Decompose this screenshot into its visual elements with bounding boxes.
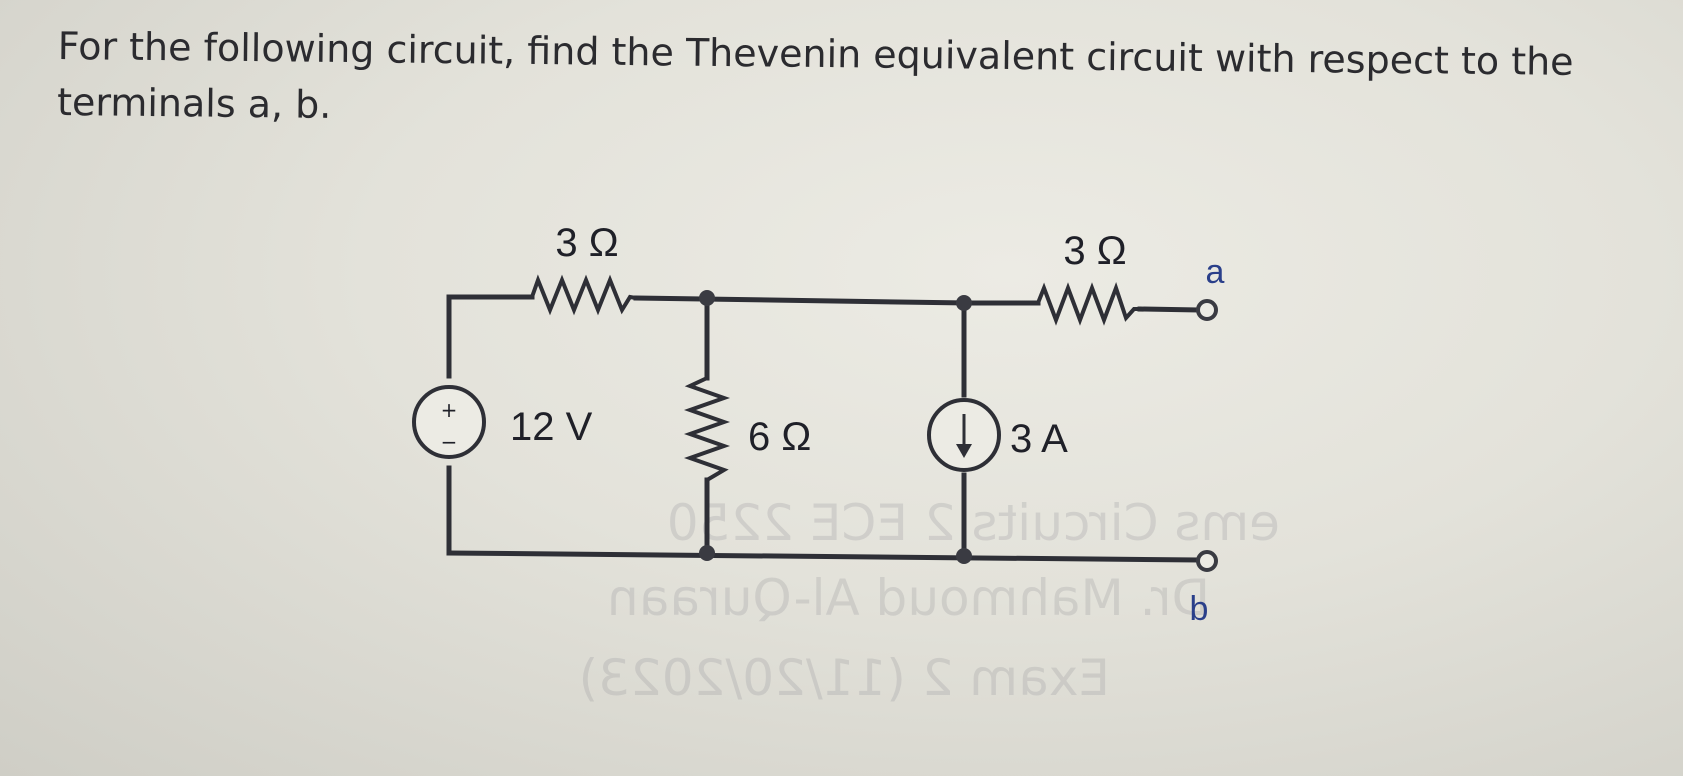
label-terminal-b: b [1190,590,1209,628]
resistor-6-ohm [683,376,731,482]
wires [446,294,1200,563]
resistor-3-ohm-left [530,274,637,316]
svg-text:Dr. Mahmoud Al-Quraan: Dr. Mahmoud Al-Quraan [607,569,1210,627]
label-r-right: 3 Ω [1063,229,1126,273]
node-bottom-right [956,548,972,564]
current-source-3a [927,398,1001,472]
minus-sign: − [441,430,458,454]
label-voltage-source: 12 V [510,405,593,449]
voltage-source-12v: + − [412,385,486,459]
resistor-3-ohm-right [1036,282,1140,326]
node-bottom-middle [699,545,715,561]
node-top-middle [699,290,715,306]
label-r-left: 3 Ω [555,221,618,265]
terminal-b [1196,550,1218,572]
current-arrow-head [956,444,972,458]
svg-text:ems Circuits 2 ECE 2250: ems Circuits 2 ECE 2250 [667,494,1280,552]
label-r-shunt: 6 Ω [748,415,811,459]
label-terminal-a: a [1206,253,1225,291]
terminal-a [1196,299,1218,321]
svg-text:Exam 2 (11/20/2023): Exam 2 (11/20/2023) [579,649,1110,707]
plus-sign: + [441,398,458,422]
label-current-source: 3 A [1010,417,1068,461]
bleed-through-text: ems Circuits 2 ECE 2250 Dr. Mahmoud Al-Q… [579,494,1280,707]
node-top-right [956,295,972,311]
